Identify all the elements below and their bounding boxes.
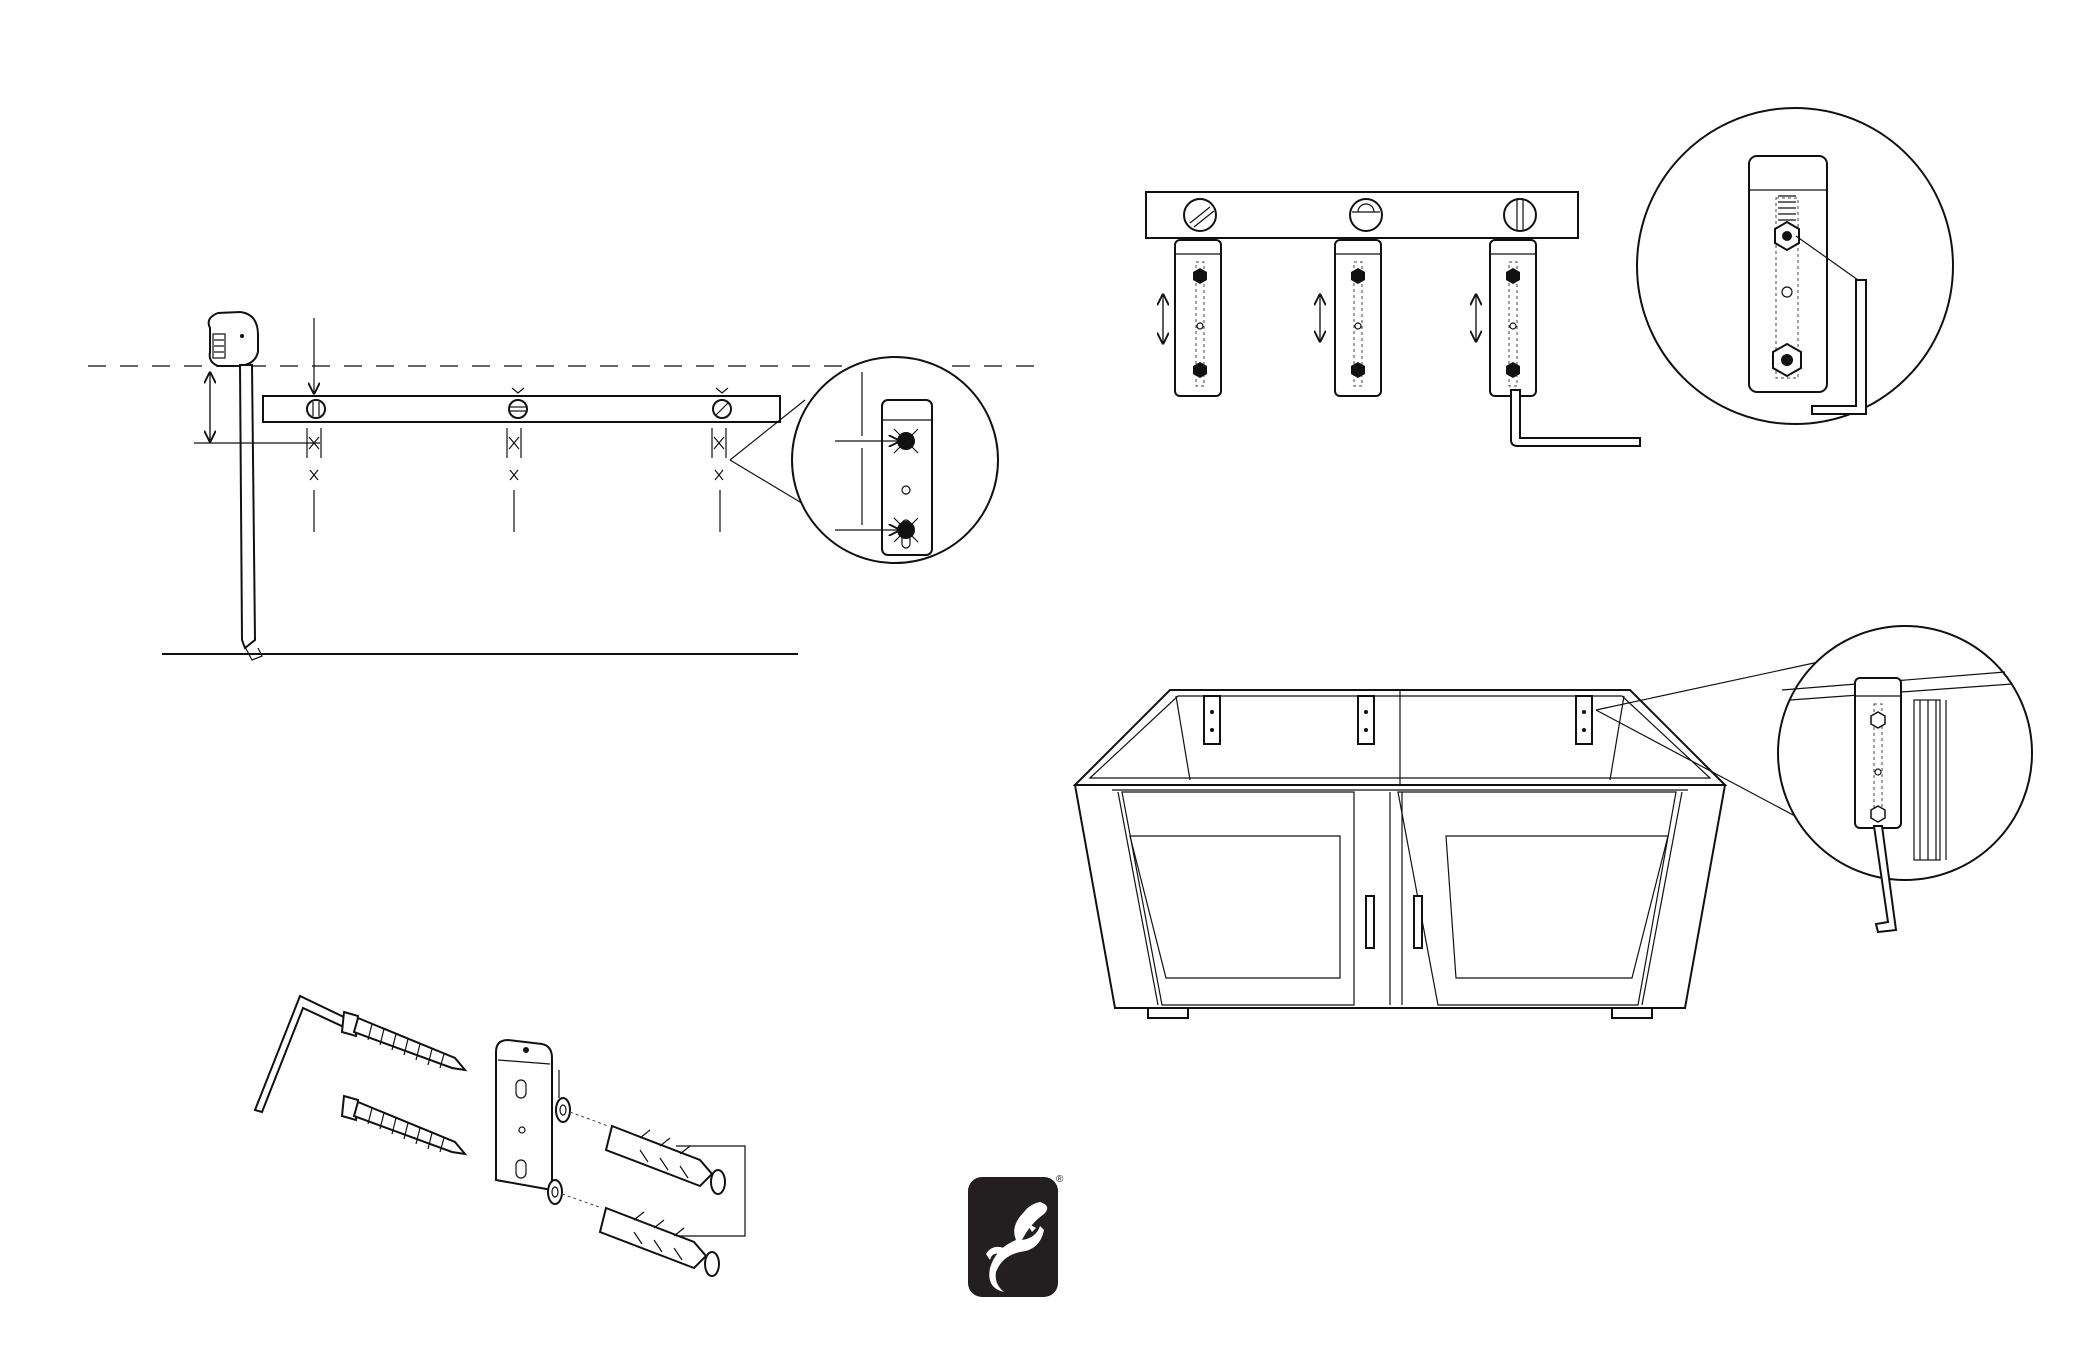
lizard-logo (968, 1177, 1058, 1297)
magnified-bracket-detail (792, 357, 998, 563)
bracket-left (1163, 240, 1221, 396)
tape-measure-icon (209, 312, 262, 660)
magnified-cabinet-bracket-detail (1778, 626, 2032, 932)
bracket-middle (1320, 240, 1381, 396)
bracket-right (1476, 240, 1640, 446)
magnified-adjustment-detail (1637, 108, 1953, 424)
wall-plug-bottom (600, 1208, 719, 1276)
panel-measure-and-mark (88, 312, 1035, 660)
panel-cabinet-mounted (1075, 626, 2032, 1018)
wall-plug-top (606, 1126, 725, 1194)
panel-fastening-hardware (255, 996, 745, 1276)
washer-top (556, 1098, 570, 1122)
washer-bottom (548, 1180, 562, 1204)
allen-key-icon (255, 996, 350, 1112)
lag-screw-bottom (342, 1096, 465, 1154)
mounting-bracket (496, 1040, 552, 1190)
spirit-level (263, 396, 780, 422)
hex-key-icon (1511, 390, 1640, 446)
panel-bracket-adjustment (1146, 108, 1953, 446)
registered-mark: ® (1056, 1174, 1064, 1185)
drill-marks (307, 428, 726, 532)
lag-screw-top (342, 1012, 465, 1070)
